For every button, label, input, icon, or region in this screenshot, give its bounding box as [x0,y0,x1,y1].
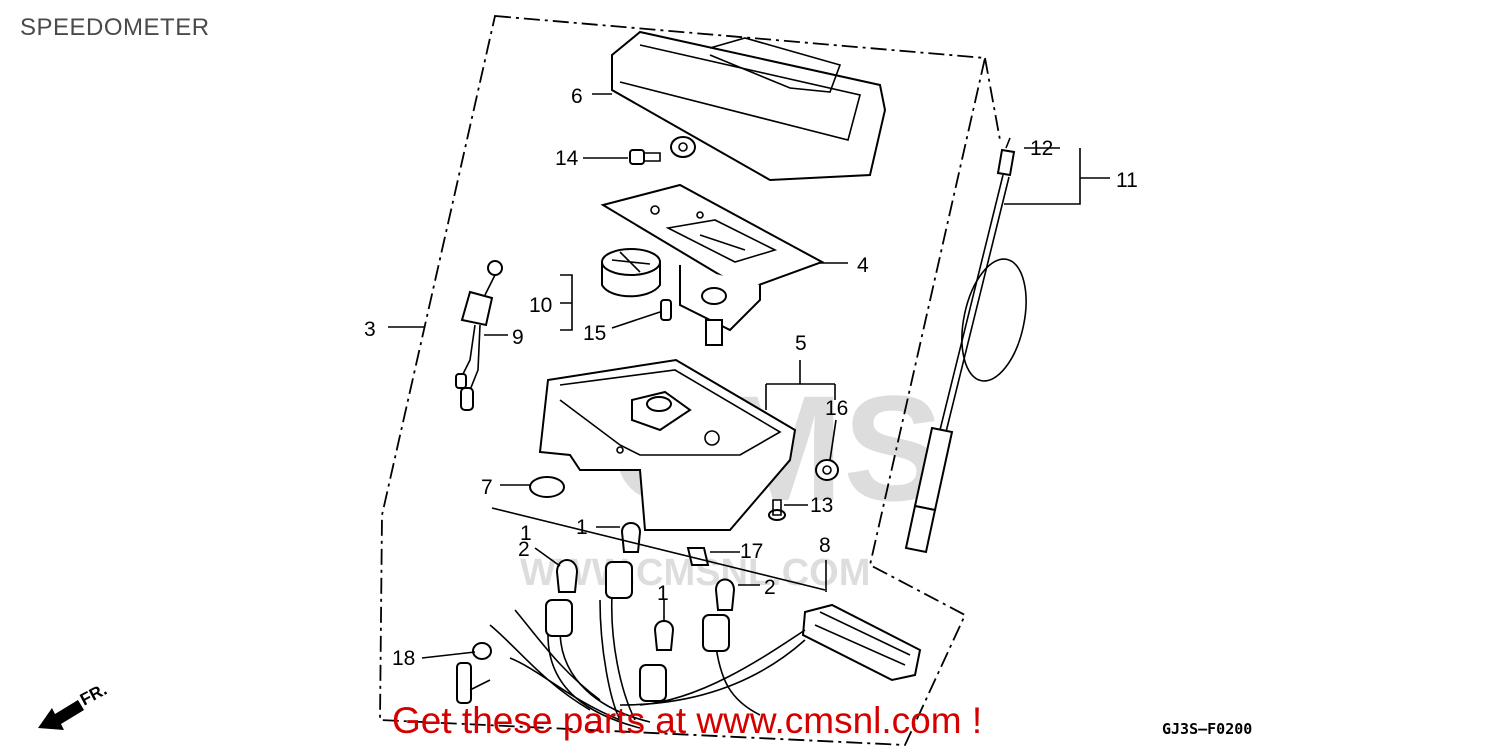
nut-16 [815,459,839,481]
bulb-1 [653,620,675,651]
callout-10: 10 [529,294,552,317]
bulb-2 [555,559,579,593]
callout-2: 2 [518,538,530,561]
bulb-2 [714,578,736,611]
cable-outline [984,57,1001,141]
meter-case-top [611,30,887,182]
callout-5: 5 [795,332,807,355]
front-arrow-icon [38,700,84,730]
callout-2: 2 [764,576,776,599]
callout-17: 17 [740,540,763,563]
callout-6: 6 [571,85,583,108]
callout-9: 9 [512,326,524,349]
meter-plate [600,183,825,346]
callout-15: 15 [583,322,606,345]
screw-15 [660,299,672,321]
callout-13: 13 [810,494,833,517]
callout-14: 14 [555,147,579,170]
page-title: SPEEDOMETER [20,14,210,41]
speedometer-cable-11 [904,137,1027,554]
promo-link-text[interactable]: Get these parts at www.cmsnl.com ! [392,700,983,741]
bulb-1 [620,522,642,553]
bulb-socket [605,561,633,599]
bolt-13 [768,499,786,521]
diagram-code: GJ3S–F0200 [1162,720,1253,738]
callout-1: 1 [576,516,588,539]
bulb-socket [639,664,667,702]
callout-8: 8 [819,534,831,557]
callout-4: 4 [857,254,869,277]
wire-harness-8 [456,594,922,729]
callout-16: 16 [825,397,848,420]
callout-3: 3 [364,318,376,341]
bulb-socket [702,614,730,652]
leader-lines [388,93,1110,659]
callout-11: 11 [1116,169,1138,192]
callout-18: 18 [392,647,415,670]
callout-labels: 1 1 1 2 2 3 4 5 6 7 8 9 10 11 12 13 14 1… [364,85,1138,670]
callout-7: 7 [481,476,493,499]
meter-unit-10 [601,248,661,298]
indicator-harness-9 [455,260,503,411]
meter-case-bottom [538,358,797,531]
assembly-outline [379,15,987,746]
callout-1: 1 [520,522,532,545]
grommet-7 [529,476,565,498]
screw-14 [629,149,661,165]
callout-12: 12 [1030,137,1053,160]
bulb-socket [545,599,573,637]
nut-18 [472,642,492,660]
callout-1: 1 [657,582,669,605]
